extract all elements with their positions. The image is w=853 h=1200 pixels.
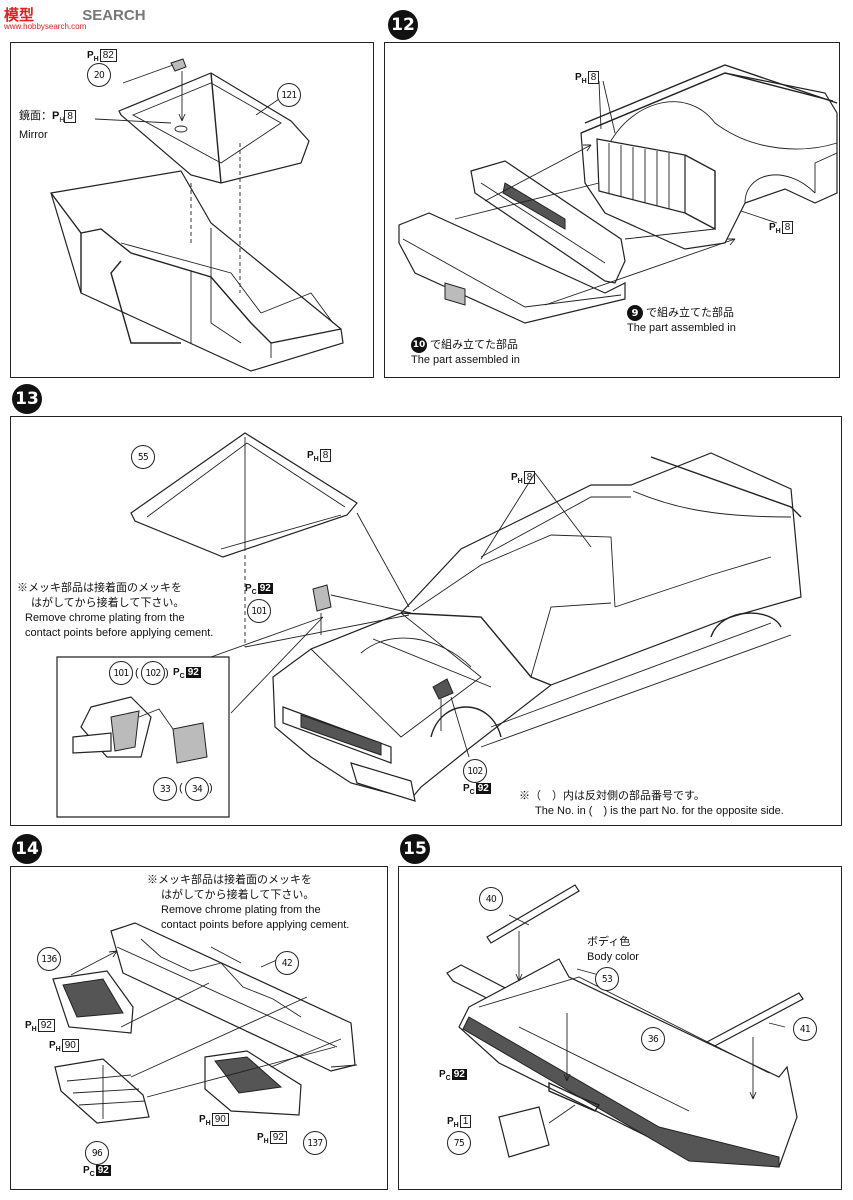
part-101: 101 bbox=[247, 599, 271, 623]
opposite-side-note: ※（ ）内は反対側の部品番号です。 The No. in ( ) is the … bbox=[519, 790, 784, 817]
part-136: 136 bbox=[37, 947, 61, 971]
part-53: 53 bbox=[595, 967, 619, 991]
step-15-illustration bbox=[446, 884, 804, 1168]
step-14-panel: ※メッキ部品は接着面のメッキを はがしてから接着して下さい。 Remove ch… bbox=[10, 866, 388, 1190]
assembled-10-note: 10 で組み立てた部品 The part assembled in bbox=[411, 337, 520, 366]
body-color-note: ボディ色 Body color bbox=[587, 936, 639, 963]
watermark-grey-text: SEARCH bbox=[82, 7, 146, 24]
part-75: 75 bbox=[447, 1131, 471, 1155]
step-15-number: 15 bbox=[400, 834, 430, 864]
part-55: 55 bbox=[131, 445, 155, 469]
watermark: 模型 SEARCH www.hobbysearch.com bbox=[4, 4, 146, 31]
step-11-illustration bbox=[50, 58, 344, 372]
step-12-number: 12 bbox=[388, 10, 418, 40]
part-41: 41 bbox=[793, 1017, 817, 1041]
ref-step-9: 9 bbox=[627, 305, 643, 321]
part-42: 42 bbox=[275, 951, 299, 975]
ref-step-10: 10 bbox=[411, 337, 427, 353]
part-33: 33 bbox=[153, 777, 177, 801]
assembled-9-note: 9 で組み立てた部品 The part assembled in bbox=[627, 305, 736, 334]
step-14-illustration bbox=[52, 922, 358, 1124]
part-40: 40 bbox=[479, 887, 503, 911]
step-13-number: 13 bbox=[12, 384, 42, 414]
step-14-number: 14 bbox=[12, 834, 42, 864]
part-96: 96 bbox=[85, 1141, 109, 1165]
step-12-illustration bbox=[398, 64, 838, 324]
part-102-inset: 102 bbox=[141, 661, 165, 685]
chrome-note-14: ※メッキ部品は接着面のメッキを はがしてから接着して下さい。 Remove ch… bbox=[147, 874, 350, 931]
part-102-paren: ( bbox=[135, 667, 139, 679]
part-34: 34 bbox=[185, 777, 209, 801]
step-13-illustration bbox=[56, 432, 802, 818]
part-101-inset: 101 bbox=[109, 661, 133, 685]
part-34-paren: ( bbox=[179, 782, 183, 794]
part-34-paren-close: ) bbox=[209, 782, 213, 794]
chrome-note: ※メッキ部品は接着面のメッキを はがしてから接着して下さい。 Remove ch… bbox=[17, 582, 214, 639]
part-121: 121 bbox=[277, 83, 301, 107]
part-20: 20 bbox=[87, 63, 111, 87]
part-102: 102 bbox=[463, 759, 487, 783]
watermark-red-text: 模型 bbox=[4, 7, 35, 24]
part-102-paren-close: ) bbox=[165, 667, 169, 679]
part-36: 36 bbox=[641, 1027, 665, 1051]
watermark-url: www.hobbysearch.com bbox=[4, 22, 87, 31]
part-137: 137 bbox=[303, 1131, 327, 1155]
